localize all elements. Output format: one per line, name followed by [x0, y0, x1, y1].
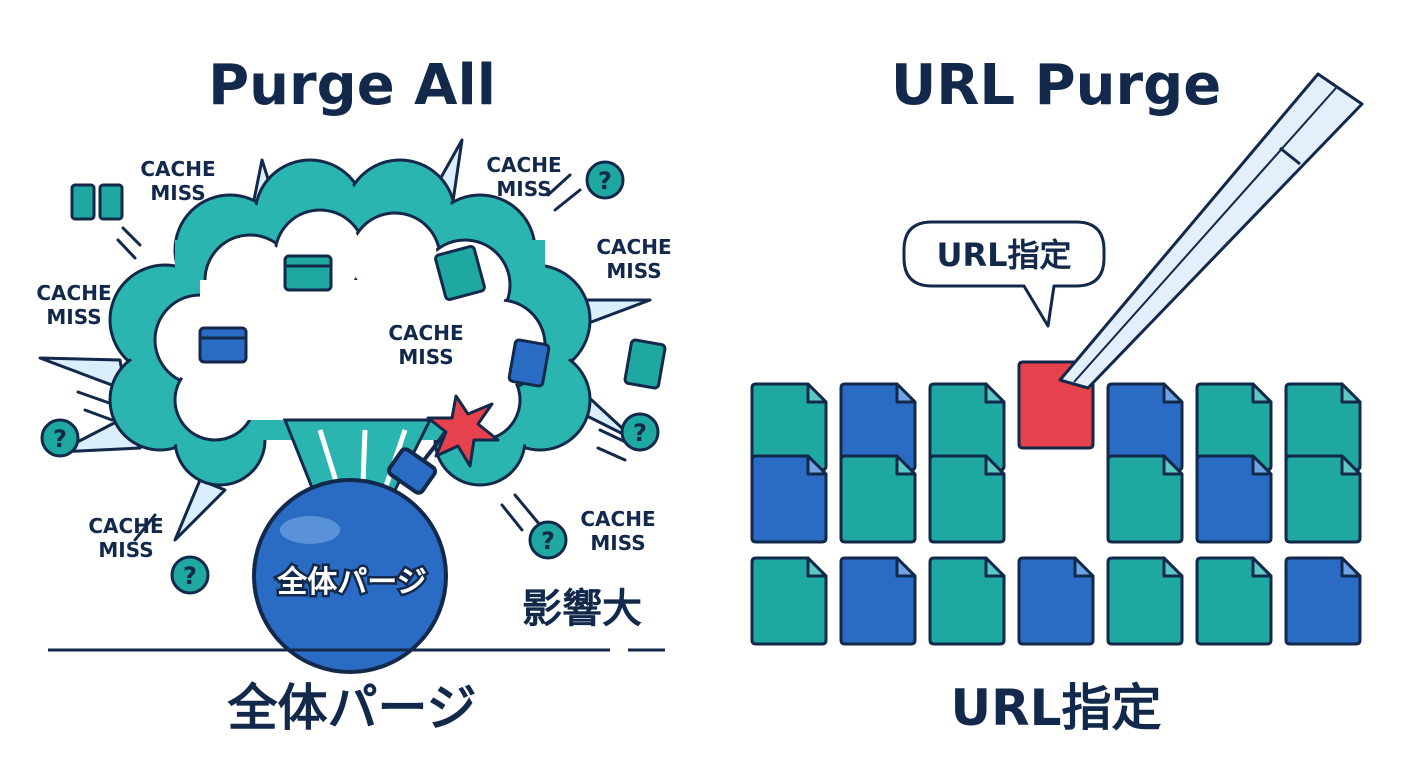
file-fold [895, 454, 917, 476]
file-icon [928, 454, 1006, 544]
file-body [1106, 454, 1184, 544]
file-icon [1284, 556, 1362, 646]
file-icon [1195, 454, 1273, 544]
file-body [750, 454, 828, 544]
tweezers-icon [1058, 72, 1364, 390]
cache-miss-label: CACHE [36, 281, 111, 305]
file-fold [984, 454, 1006, 476]
file-body [750, 556, 828, 646]
cache-miss-label: CACHE [140, 157, 215, 181]
url-purge-title: URL Purge [891, 53, 1221, 118]
file-grid [750, 360, 1362, 646]
cache-miss-label: CACHE [388, 321, 463, 345]
cache-miss-label: MISS [590, 531, 645, 555]
bomb-label: 全体パージ [276, 565, 426, 600]
impact-label: 影響大 [522, 586, 642, 632]
purge-all-caption: 全体パージ [227, 679, 477, 737]
file-fold [1162, 454, 1184, 476]
cache-miss-label: CACHE [88, 514, 163, 538]
file-icon [750, 454, 828, 544]
cache-miss-label: MISS [606, 259, 661, 283]
file-fold [895, 382, 917, 404]
purge-all-panel: Purge All [36, 53, 671, 737]
cache-miss-label: CACHE [580, 507, 655, 531]
explosion-cloud [108, 158, 592, 522]
file-fold [1162, 556, 1184, 578]
file-icon [1284, 454, 1362, 544]
file-icon [928, 556, 1006, 646]
file-body [1284, 556, 1362, 646]
file-body [839, 556, 917, 646]
file-body [1284, 454, 1362, 544]
spark-icon [426, 394, 500, 468]
file-icon [1017, 556, 1095, 646]
browser-window-icon [283, 254, 333, 292]
file-fold [1340, 382, 1362, 404]
cache-miss-label: MISS [150, 181, 205, 205]
cache-miss-label: CACHE [486, 153, 561, 177]
file-icon [1284, 382, 1362, 472]
file-body [839, 454, 917, 544]
url-purge-caption: URL指定 [951, 679, 1162, 737]
file-body [1195, 556, 1273, 646]
motion-lines [76, 173, 634, 542]
broken-page-icon [70, 183, 124, 221]
bomb: 全体パージ [252, 394, 500, 674]
question-mark-icon: ? [53, 425, 67, 453]
file-fold [895, 556, 917, 578]
file-icon [1195, 382, 1273, 472]
document-icon [507, 338, 551, 388]
file-fold [984, 556, 1006, 578]
cache-miss-label: MISS [496, 177, 551, 201]
file-fold [1073, 556, 1095, 578]
question-badges: ? ? ? ? ? [40, 160, 660, 595]
file-icon [839, 556, 917, 646]
file-body [928, 556, 1006, 646]
file-icon [1195, 556, 1273, 646]
file-icon [750, 556, 828, 646]
file-icon [1106, 556, 1184, 646]
file-icon [839, 454, 917, 544]
file-fold [806, 454, 828, 476]
file-icon [1106, 454, 1184, 544]
file-fold [1340, 556, 1362, 578]
warning-document-icon [434, 245, 486, 301]
file-body [1017, 556, 1095, 646]
speech-bubble-label: URL指定 [936, 236, 1071, 274]
file-fold [1162, 382, 1184, 404]
file-fold [1340, 454, 1362, 476]
cache-miss-label: MISS [398, 345, 453, 369]
question-mark-icon: ? [541, 527, 555, 555]
file-body [1106, 556, 1184, 646]
cache-miss-labels: CACHE MISS CACHE MISS CACHE MISS CACHE M… [36, 153, 671, 562]
document-icon [623, 338, 667, 390]
file-fold [1251, 556, 1273, 578]
question-mark-icon: ? [183, 562, 197, 590]
file-fold [806, 382, 828, 404]
browser-window-icon [198, 326, 248, 364]
cache-miss-label: MISS [98, 538, 153, 562]
purge-all-title: Purge All [208, 53, 496, 118]
question-mark-icon: ? [633, 419, 647, 447]
file-body [928, 454, 1006, 544]
cache-miss-label: CACHE [596, 235, 671, 259]
file-body [1195, 454, 1273, 544]
speech-bubble: URL指定 [902, 220, 1106, 328]
url-purge-panel: URL Purge URL指定 URL指定 [750, 53, 1364, 737]
file-fold [806, 556, 828, 578]
file-fold [1251, 382, 1273, 404]
question-mark-icon: ? [598, 167, 612, 195]
file-fold [1251, 454, 1273, 476]
file-fold [984, 382, 1006, 404]
cache-miss-label: MISS [46, 305, 101, 329]
